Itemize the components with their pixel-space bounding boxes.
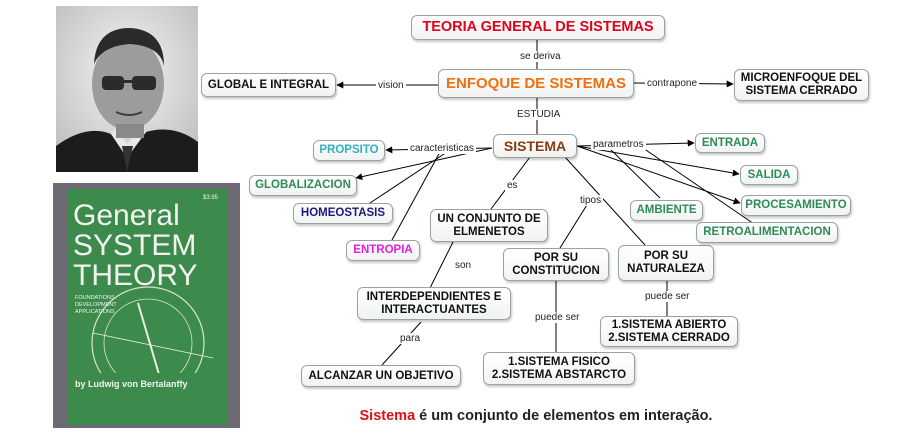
entropia-node[interactable]: ENTROPIA bbox=[346, 240, 420, 261]
abierto-node[interactable]: 1.SISTEMA ABIERTO 2.SISTEMA CERRADO bbox=[600, 316, 738, 347]
book-title-1: General bbox=[73, 199, 180, 232]
book-price: $3.95 bbox=[203, 195, 219, 201]
book-author: by Ludwig von Bertalanffy bbox=[75, 379, 188, 389]
globalizacion-node[interactable]: GLOBALIZACION bbox=[249, 175, 357, 196]
enfoque-node[interactable]: ENFOQUE DE SISTEMAS bbox=[438, 69, 634, 98]
book-title-3: THEORY bbox=[73, 259, 198, 292]
portrait-photo bbox=[56, 6, 198, 172]
procesamiento-node[interactable]: PROCESAMIENTO bbox=[741, 195, 851, 216]
link-son: son bbox=[453, 260, 474, 271]
global-node[interactable]: GLOBAL E INTEGRAL bbox=[201, 73, 336, 97]
link-para: para bbox=[398, 333, 423, 344]
link-parametros: parametros bbox=[591, 139, 646, 150]
conjunto-node[interactable]: UN CONJUNTO DE ELMENETOS bbox=[430, 209, 548, 242]
ambiente-node[interactable]: AMBIENTE bbox=[630, 200, 703, 221]
link-puede-ser-1: puede ser bbox=[533, 312, 582, 323]
interdependientes-node[interactable]: INTERDEPENDIENTES E INTERACTUANTES bbox=[357, 287, 511, 320]
book-cover-photo: General SYSTEM THEORY $3.95 FOUNDATIONS … bbox=[53, 183, 240, 428]
link-tipos: tipos bbox=[578, 195, 604, 206]
caption: Sistema é um conjunto de elementos em in… bbox=[306, 408, 766, 424]
book-subtitle: FOUNDATIONS DEVELOPMENT APPLICATIONS bbox=[75, 295, 117, 315]
homeostasis-node[interactable]: HOMEOSTASIS bbox=[293, 203, 393, 224]
caption-highlight: Sistema bbox=[359, 408, 416, 424]
title-node[interactable]: TEORIA GENERAL DE SISTEMAS bbox=[411, 15, 665, 40]
link-es: es bbox=[505, 180, 520, 191]
retroalimentacion-node[interactable]: RETROALIMENTACION bbox=[696, 222, 838, 243]
link-se-deriva: se deriva bbox=[518, 51, 563, 62]
fisico-node[interactable]: 1.SISTEMA FISICO 2.SISTEMA ABSTARCTO bbox=[483, 352, 635, 385]
link-contrapone: contrapone bbox=[645, 78, 700, 89]
link-caracteristicas: caracteristicas bbox=[408, 143, 476, 154]
propsito-node[interactable]: PROPSITO bbox=[313, 140, 385, 161]
salida-node[interactable]: SALIDA bbox=[740, 165, 798, 185]
naturaleza-node[interactable]: POR SU NATURALEZA bbox=[618, 245, 714, 281]
microenfoque-node[interactable]: MICROENFOQUE DEL SISTEMA CERRADO bbox=[734, 69, 869, 101]
alcanzar-node[interactable]: ALCANZAR UN OBJETIVO bbox=[301, 365, 461, 387]
entrada-node[interactable]: ENTRADA bbox=[695, 133, 765, 153]
sistema-node[interactable]: SISTEMA bbox=[493, 134, 577, 158]
constitucion-node[interactable]: POR SU CONSTITUCION bbox=[503, 248, 609, 281]
book-title-2: SYSTEM bbox=[73, 229, 197, 262]
caption-rest: é um conjunto de elementos em interação. bbox=[415, 408, 713, 424]
link-estudia: ESTUDIA bbox=[515, 109, 563, 120]
link-vision: vision bbox=[376, 80, 406, 91]
link-puede-ser-2: puede ser bbox=[643, 291, 692, 302]
